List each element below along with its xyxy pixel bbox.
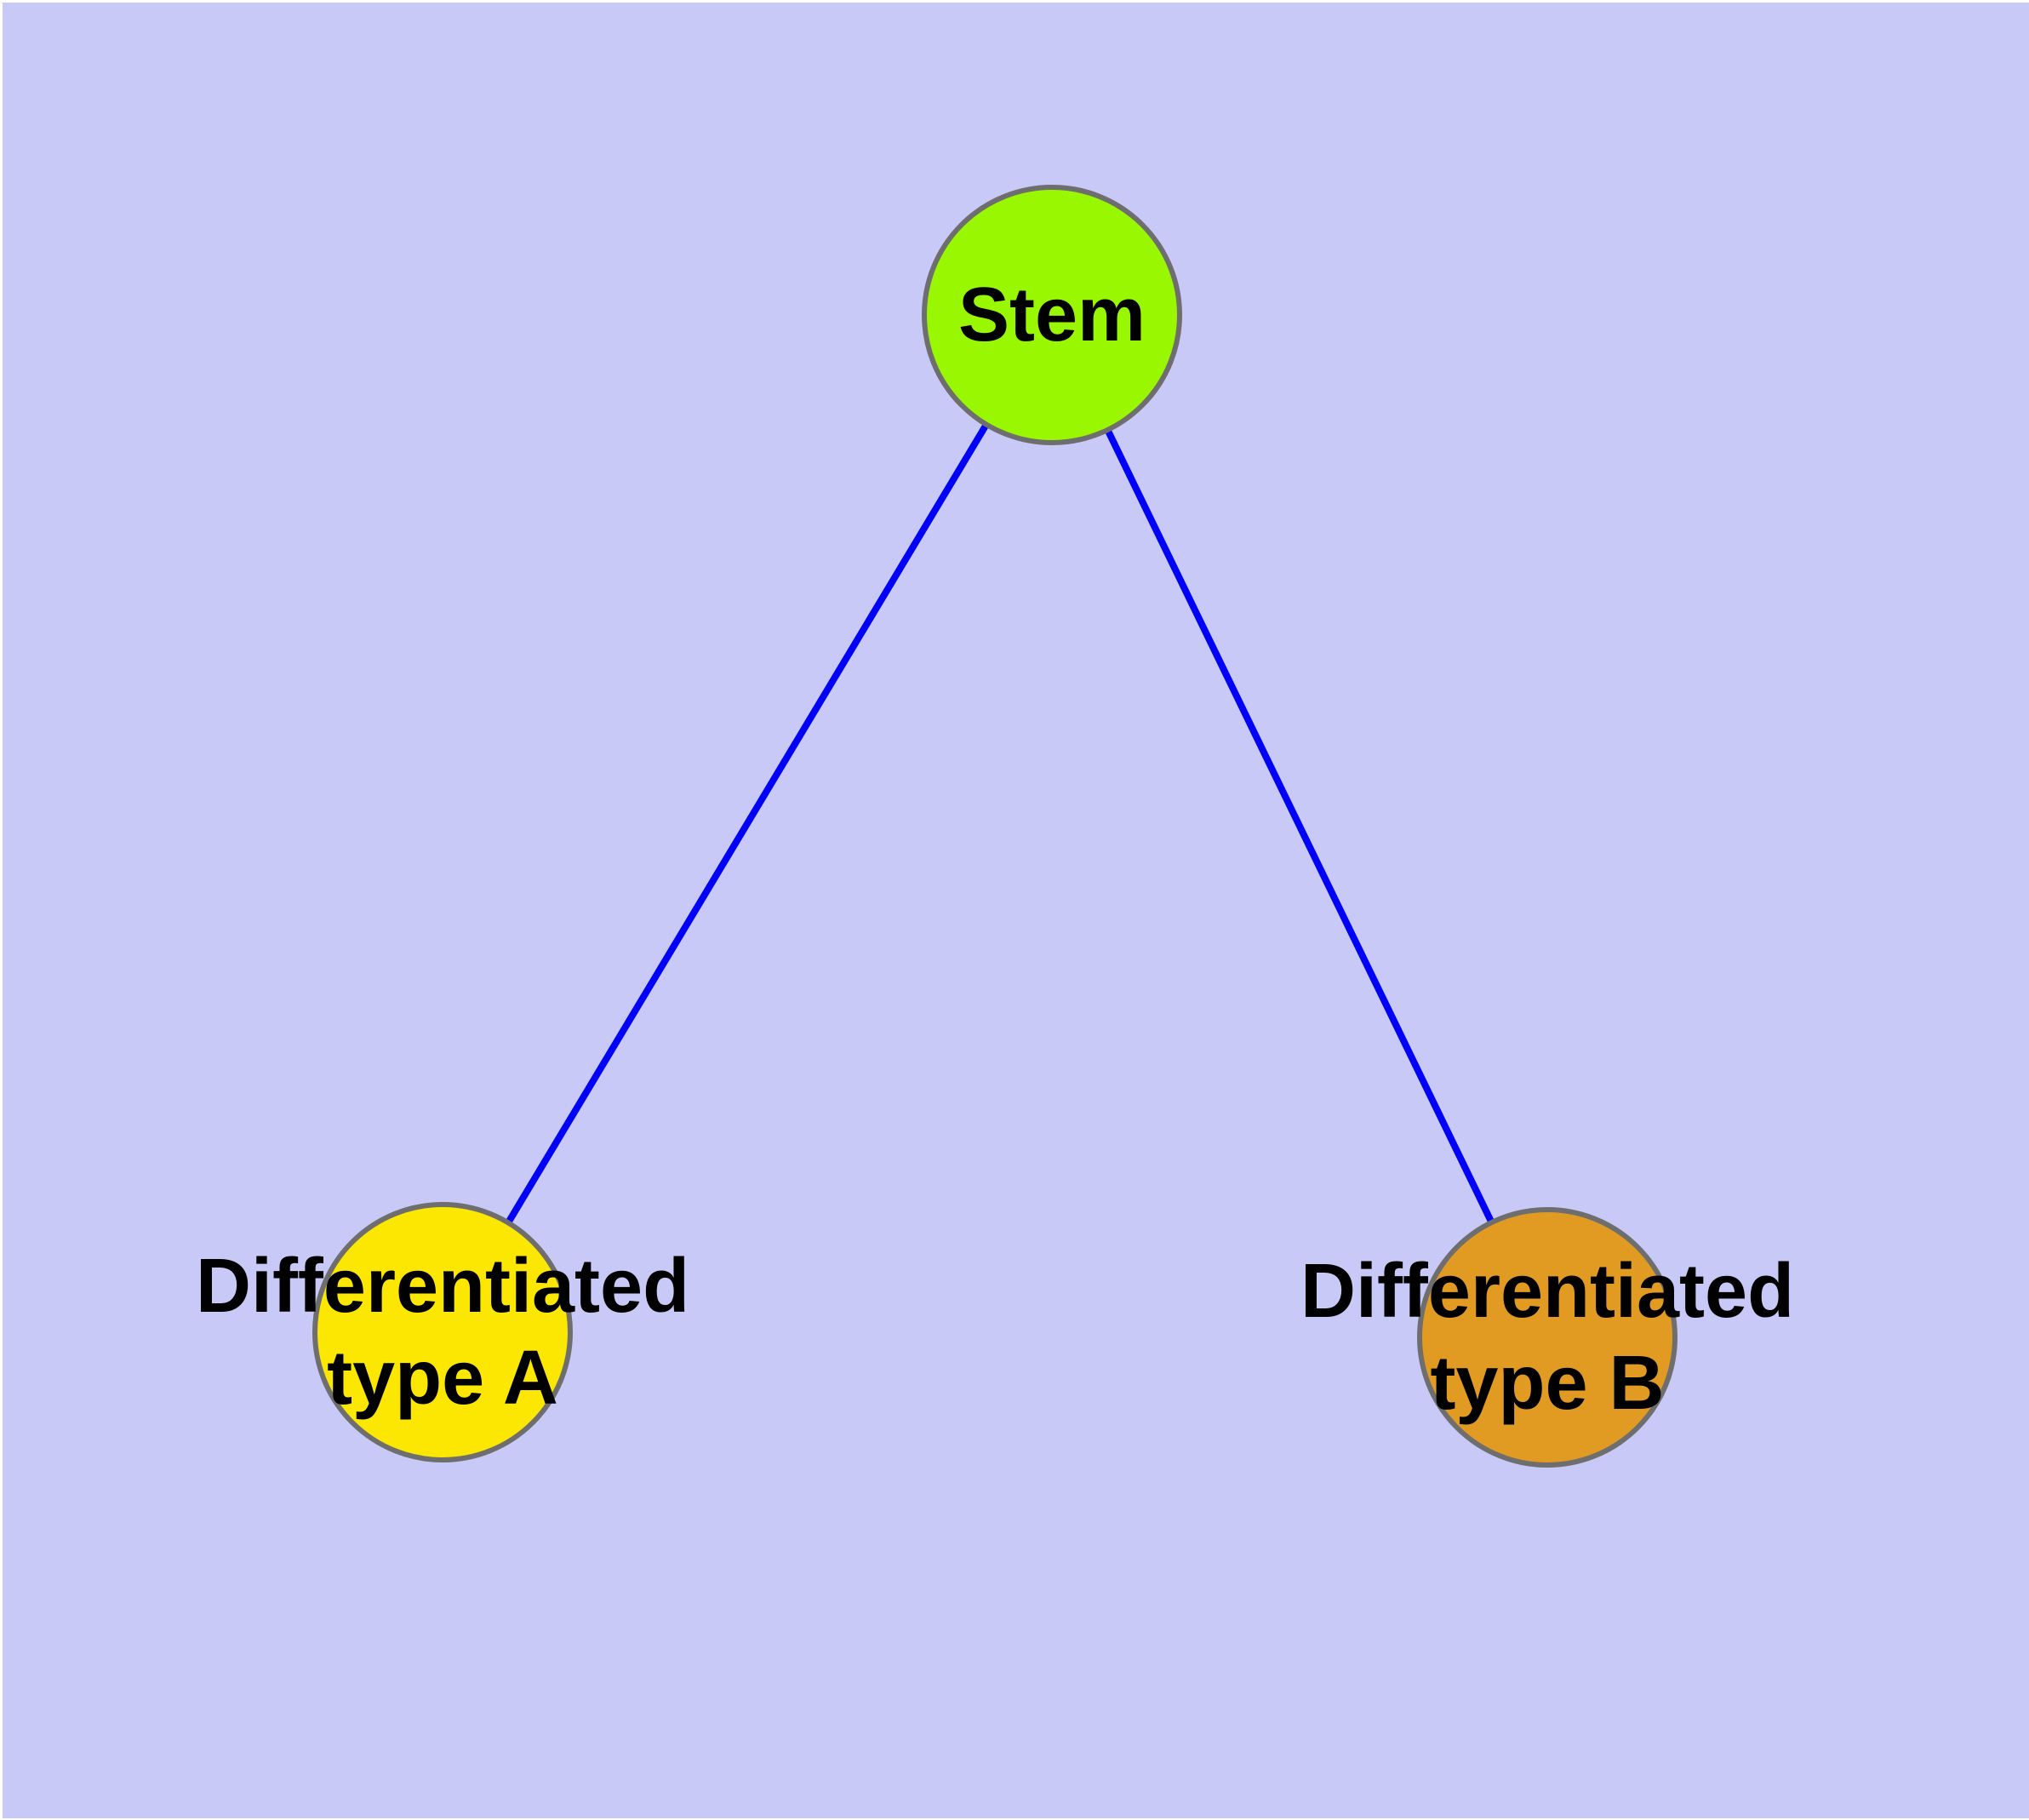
node-label-line: type A bbox=[327, 1336, 558, 1421]
node-label-line: Differentiated bbox=[195, 1244, 690, 1329]
node-label-line: Stem bbox=[957, 272, 1146, 358]
node-circle-stem bbox=[922, 185, 1182, 445]
node-circle-type-a bbox=[312, 1202, 573, 1462]
edge-stem-type-b bbox=[1049, 313, 1551, 1339]
node-label-differentiated-type-a: Differentiated type A bbox=[196, 1240, 689, 1424]
node-label-differentiated-type-b: Differentiated type B bbox=[1300, 1245, 1794, 1429]
node-circle-type-b bbox=[1417, 1207, 1677, 1468]
edge-stem-type-a bbox=[439, 312, 1055, 1335]
node-label-line: type B bbox=[1430, 1341, 1665, 1426]
node-label-line: Differentiated bbox=[1300, 1249, 1795, 1334]
node-label-stem: Stem bbox=[958, 269, 1146, 361]
